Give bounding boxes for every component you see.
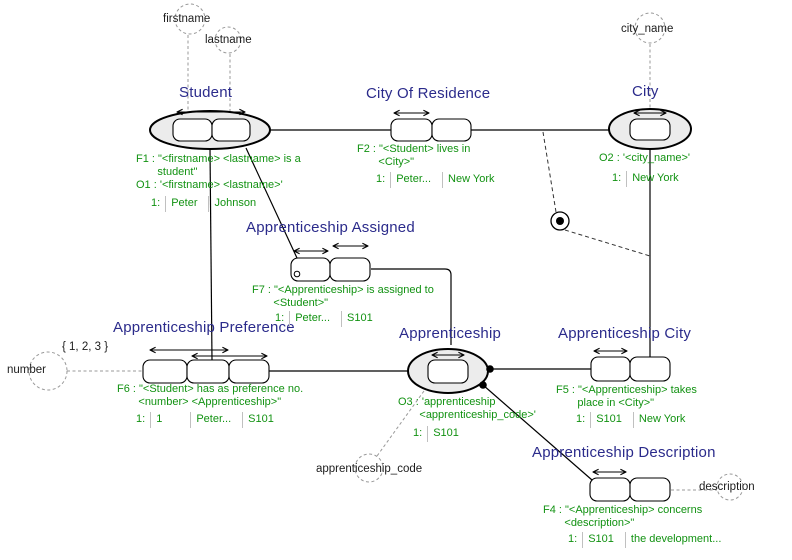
example-value: Johnson: [208, 196, 267, 212]
example-value: New York: [632, 412, 696, 428]
value-label-description: description: [699, 481, 755, 493]
example-value: S101: [341, 311, 384, 327]
example-value: New York: [442, 172, 505, 188]
fact-example-o3: 1: S101: [413, 426, 470, 442]
role-box-student-lastname: [211, 118, 251, 142]
role-box-assigned-2: [329, 257, 371, 282]
example-index: 1:: [275, 312, 285, 324]
example-index: 1:: [151, 197, 161, 209]
fact-reading-f6: F6 : "<Student> has as preference no. <n…: [117, 383, 304, 408]
value-circle-description: [716, 473, 744, 501]
predicate-title-apprenticeship-description: Apprenticeship Description: [532, 444, 716, 461]
fact-reading-f1: F1 : "<firstname> <lastname> is a studen…: [136, 153, 301, 178]
value-circle-lastname: [214, 26, 242, 54]
fact-reading-o1: O1 : '<firstname> <lastname>': [136, 179, 283, 191]
example-value: the development...: [624, 532, 733, 548]
example-value: S101: [242, 412, 285, 428]
entity-title-city: City: [632, 83, 659, 100]
example-value: New York: [626, 171, 689, 187]
example-index: 1:: [568, 533, 578, 545]
example-index: 1:: [413, 427, 423, 439]
example-value: S101: [582, 532, 625, 548]
fact-example-f5: 1: S101 New York: [576, 412, 696, 428]
mandatory-dot-city-role: [486, 365, 494, 373]
fact-example-f4: 1: S101 the development...: [568, 532, 733, 548]
role-box-assigned-1: [290, 257, 331, 282]
fact-reading-f7: F7 : "<Apprenticeship> is assigned to <S…: [252, 284, 434, 309]
value-constraint-number: { 1, 2, 3 }: [62, 341, 109, 353]
value-label-city-name: city_name: [621, 23, 674, 35]
role-box-cor-1: [390, 118, 433, 142]
example-index: 1:: [576, 413, 586, 425]
fact-example-f6: 1: 1 Peter... S101: [136, 412, 285, 428]
role-box-city: [629, 118, 671, 141]
role-box-appdesc-1: [589, 477, 631, 502]
constraint-link-upper: [542, 131, 557, 213]
role-box-appcity-2: [629, 356, 671, 382]
example-value: Peter...: [190, 412, 242, 428]
mandatory-dot-description-role: [479, 381, 487, 389]
entity-title-apprenticeship: Apprenticeship: [399, 325, 502, 342]
fact-reading-f5: F5 : "<Apprenticeship> takes place in <C…: [556, 384, 697, 409]
example-index: 1:: [136, 413, 146, 425]
fact-example-f2: 1: Peter... New York: [376, 172, 506, 188]
value-label-apprenticeship-code: apprenticeship_code: [316, 463, 423, 475]
role-box-preference-3: [228, 359, 270, 384]
line-apprenticeship-description: [482, 384, 593, 481]
role-box-appcity-1: [590, 356, 631, 382]
constraint-link-lower: [564, 229, 651, 257]
example-index: 1:: [376, 173, 386, 185]
example-value: S101: [427, 426, 470, 442]
line-student-assigned: [245, 147, 298, 259]
value-circle-apprenticeship-code: [354, 453, 384, 483]
value-label-lastname: lastname: [205, 34, 252, 46]
example-value: 1: [150, 412, 190, 428]
fact-reading-o3: O3 : 'apprenticeship <apprenticeship_cod…: [398, 396, 536, 421]
predicate-title-apprenticeship-city: Apprenticeship City: [558, 325, 692, 342]
predicate-title-apprenticeship-assigned: Apprenticeship Assigned: [246, 219, 415, 236]
value-label-firstname: firstname: [163, 13, 211, 25]
example-value: S101: [590, 412, 633, 428]
fact-example-f7: 1: Peter... S101: [275, 311, 384, 327]
role-marker-circle: [293, 270, 301, 278]
fact-reading-o2: O2 : '<city_name>': [599, 152, 691, 164]
fact-example-o2: 1: New York: [612, 171, 690, 187]
line-assigned-apprenticeship: [371, 268, 452, 345]
circled-dot-constraint-dot: [556, 217, 564, 225]
role-box-cor-2: [431, 118, 472, 142]
value-circle-firstname: [174, 3, 206, 35]
connector-apprenticeship-code: [376, 390, 425, 457]
value-circle-number: [28, 351, 68, 391]
value-label-number: number: [7, 364, 46, 376]
fact-reading-f2: F2 : "<Student> lives in <City>": [357, 143, 471, 168]
role-box-appdesc-2: [629, 477, 671, 502]
fact-example-f1: 1: Peter Johnson: [151, 196, 267, 212]
value-circle-city-name: [634, 12, 666, 44]
role-box-apprenticeship: [427, 359, 469, 384]
example-value: Peter...: [289, 311, 341, 327]
role-box-student-firstname: [172, 118, 213, 142]
fact-reading-f4: F4 : "<Apprenticeship> concerns <descrip…: [543, 504, 703, 529]
predicate-title-apprenticeship-preference: Apprenticeship Preference: [113, 319, 295, 336]
example-index: 1:: [612, 172, 622, 184]
line-student-preference: [209, 148, 213, 361]
entity-title-student: Student: [179, 84, 233, 101]
example-value: Peter...: [390, 172, 442, 188]
role-box-preference-2: [186, 359, 230, 384]
example-value: Peter: [165, 196, 208, 212]
predicate-title-city-of-residence: City Of Residence: [366, 85, 491, 102]
role-box-preference-1: [142, 359, 188, 384]
